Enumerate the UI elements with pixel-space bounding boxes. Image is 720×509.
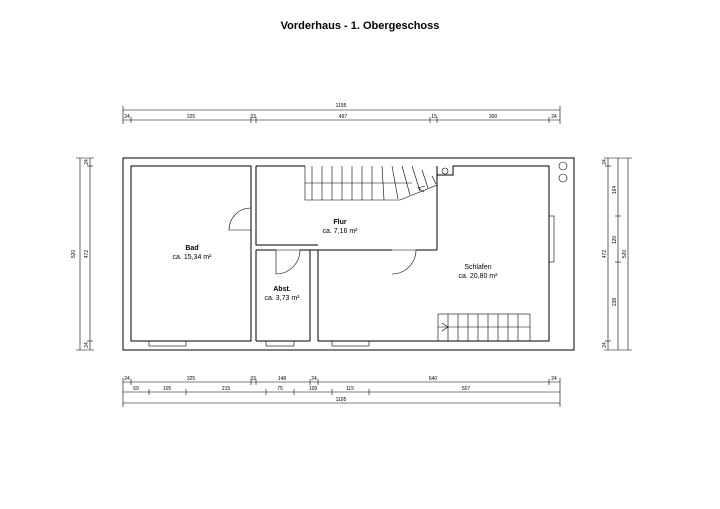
svg-text:325: 325 (187, 114, 196, 120)
dimension-bottom: 24 325 33 148 24 640 24 69 105 215 75 10… (122, 376, 561, 407)
dimension-top: 1195 24 325 33 497 15 300 24 (122, 103, 561, 124)
svg-text:24: 24 (124, 114, 130, 120)
svg-text:325: 325 (187, 376, 196, 382)
svg-text:24: 24 (84, 342, 90, 348)
room-area-abst: ca. 3,73 m² (264, 295, 300, 302)
svg-text:24: 24 (551, 114, 557, 120)
room-area-flur: ca. 7,16 m² (322, 228, 358, 235)
room-area-bad: ca. 15,34 m² (173, 254, 213, 261)
dimension-right: 24 164 120 238 24 472 520 (602, 157, 632, 351)
svg-text:520: 520 (622, 250, 628, 259)
window-abst (265, 340, 295, 347)
plan-title: Vorderhaus - 1. Obergeschoss (280, 20, 440, 32)
svg-text:24: 24 (124, 376, 130, 382)
chimney-icon (558, 173, 568, 183)
room-name-schlafen: Schlafen (464, 264, 491, 271)
svg-text:24: 24 (84, 159, 90, 165)
room-name-bad: Bad (185, 245, 198, 252)
svg-text:24: 24 (602, 159, 608, 165)
window-right (548, 215, 555, 263)
svg-text:640: 640 (429, 376, 438, 382)
svg-text:148: 148 (278, 376, 287, 382)
svg-text:1195: 1195 (336, 103, 347, 109)
room-name-flur: Flur (333, 219, 346, 226)
window-bad (148, 340, 187, 347)
svg-text:75: 75 (277, 386, 283, 392)
svg-text:472: 472 (602, 250, 608, 259)
flur-wall (255, 166, 318, 246)
svg-text:120: 120 (612, 236, 618, 245)
schlafen-room-outline (317, 165, 550, 342)
svg-text:215: 215 (222, 386, 231, 392)
svg-text:109: 109 (309, 386, 318, 392)
svg-text:497: 497 (339, 114, 348, 120)
svg-text:300: 300 (489, 114, 498, 120)
bad-door-swing (228, 207, 252, 231)
abst-door-swing (275, 249, 301, 275)
svg-text:105: 105 (163, 386, 172, 392)
svg-text:115: 115 (346, 386, 354, 392)
schlafen-door-swing (391, 249, 417, 275)
svg-text:15: 15 (431, 114, 437, 120)
window-schlafen (331, 340, 370, 347)
stairs-upper (304, 165, 438, 201)
svg-text:24: 24 (551, 376, 557, 382)
room-name-abst: Abst. (273, 286, 291, 293)
svg-text:1195: 1195 (336, 397, 347, 403)
dimension-left: 520 24 472 24 (71, 157, 94, 351)
svg-text:472: 472 (84, 250, 90, 259)
chimney-icon (441, 167, 449, 175)
room-area-schlafen: ca. 20,80 m² (459, 273, 499, 280)
svg-text:164: 164 (612, 186, 618, 195)
bad-room-outline (130, 165, 252, 342)
svg-text:238: 238 (612, 298, 618, 307)
outer-wall (122, 157, 575, 351)
stairs-lower (437, 313, 531, 342)
svg-text:69: 69 (133, 386, 139, 392)
svg-text:24: 24 (311, 376, 317, 382)
svg-text:33: 33 (250, 376, 256, 382)
svg-text:24: 24 (602, 342, 608, 348)
chimney-icon (558, 161, 568, 171)
svg-text:33: 33 (250, 114, 256, 120)
svg-text:520: 520 (71, 250, 77, 259)
svg-text:507: 507 (462, 386, 471, 392)
